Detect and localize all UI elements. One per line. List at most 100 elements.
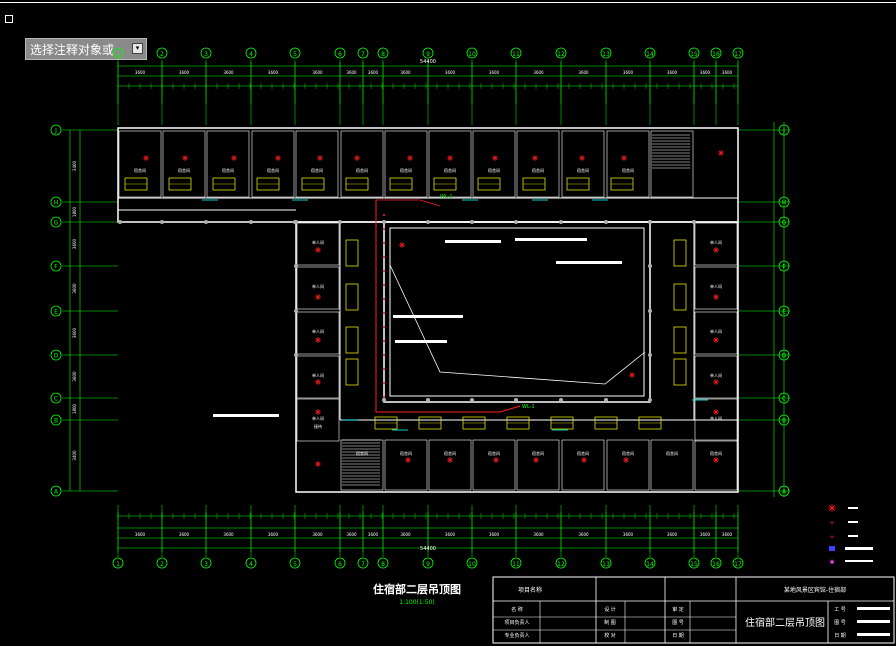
fan-blade [315,294,321,300]
bath-pod [673,239,687,267]
label-bar [393,315,463,318]
axis-label: H [54,200,59,207]
bath-pod [673,358,687,386]
room-label: 宿舍间 [488,167,500,173]
courtyard [383,221,651,403]
room-label: 宿舍间 [400,167,412,173]
ceiling-fan-icon [354,155,360,161]
legend-text-bar [848,521,858,523]
prompt-dropdown-button[interactable]: ▾ [132,43,143,54]
wiring-point [383,312,385,314]
ceiling-fan-icon [315,461,321,467]
wiring-point [383,256,385,258]
ceiling-fan-icon [493,457,499,463]
fan-blade [315,247,321,253]
title-block-drawing-name: 住宿部二层吊顶图 [745,616,825,629]
room [162,130,206,198]
wiring-point [383,228,385,230]
legend-text-bar [848,535,858,537]
corridor-light [294,353,298,357]
room-label: 单人间 [312,328,324,334]
label-bar [445,240,501,243]
room-label: 单人间 [710,372,722,378]
dimension-text: 3600 [489,70,500,75]
axis-bubble [50,124,62,136]
title-block-value-bar [857,633,890,636]
axis-bubble [50,485,62,497]
axis-bubble [334,557,346,569]
ceiling-fan-icon [275,155,281,161]
axis-bubble [112,47,124,59]
axis-label: 10 [468,561,476,568]
corridor-light [514,398,518,402]
room-label: 宿舍间 [444,450,456,456]
corridor-light [604,398,608,402]
wiring-point [383,242,385,244]
fan-blade [493,457,499,463]
room-label: 单人间 [312,283,324,289]
axis-label: 1 [116,561,120,568]
viewport-control[interactable] [5,15,13,23]
wiring-point [383,270,385,272]
room-label: 宿舍间 [488,450,500,456]
title-block-text: 图 号 [834,620,846,626]
wiring-path [375,200,521,413]
room [296,222,340,266]
room [428,439,472,491]
axis-label: 15 [690,51,698,58]
fan-blade [713,379,719,385]
ceiling-fan-icon [713,457,719,463]
ceiling-fan-icon [231,155,237,161]
fan-blade [399,242,405,248]
corridor-light [160,220,164,224]
axis-bubble [422,557,434,569]
dimension-text: 1800 [72,206,77,217]
wiring-point [383,396,385,398]
axis-label: 11 [512,561,520,568]
fan-blade [317,155,323,161]
wiring-point [383,298,385,300]
corridor-light [382,398,386,402]
axis-bubble [555,557,567,569]
ceiling-fan-icon [315,247,321,253]
ceiling-fan-icon [581,457,587,463]
axis-label: 3 [204,51,208,58]
axis-bubble [200,47,212,59]
axis-bubble [688,557,700,569]
room [296,266,340,310]
axis-bubble [644,557,656,569]
command-prompt[interactable]: 选择注释对象或 ▾ [25,38,147,60]
axis-bubble [50,414,62,426]
room-label: 宿舍间 [622,450,634,456]
axis-label: 16 [712,51,720,58]
ceiling-fan-icon [629,372,635,378]
axis-bubble [600,47,612,59]
courtyard-inner [389,227,645,397]
dimension-text: 3600 [667,532,678,537]
axis-bubble [600,557,612,569]
axis-bubble [50,260,62,272]
axis-label: C [54,396,58,403]
total-dimension-top: 54400 [420,59,436,65]
axis-label: 12 [557,51,565,58]
room [340,130,384,198]
axis-label: 3 [204,561,208,568]
axis-label: 4 [249,561,253,568]
dimension-text: 3600 [346,70,357,75]
dimension-text: 3600 [72,283,77,294]
title-block-project-name: 某地风景区宾馆-住宿部 [784,586,846,594]
ceiling-fan-icon [399,242,405,248]
room [472,439,516,491]
room [251,130,295,198]
row-axes-left: JJHHGGFFEEDDCCBBAA [50,124,790,497]
room [694,222,738,266]
axis-label: 9 [426,561,430,568]
room [296,398,340,442]
room-label: 宿舍间 [356,450,368,456]
room [296,355,340,399]
axis-label: 17 [734,51,742,58]
bath-pod [345,358,359,386]
dimension-text: 3600 [623,532,634,537]
